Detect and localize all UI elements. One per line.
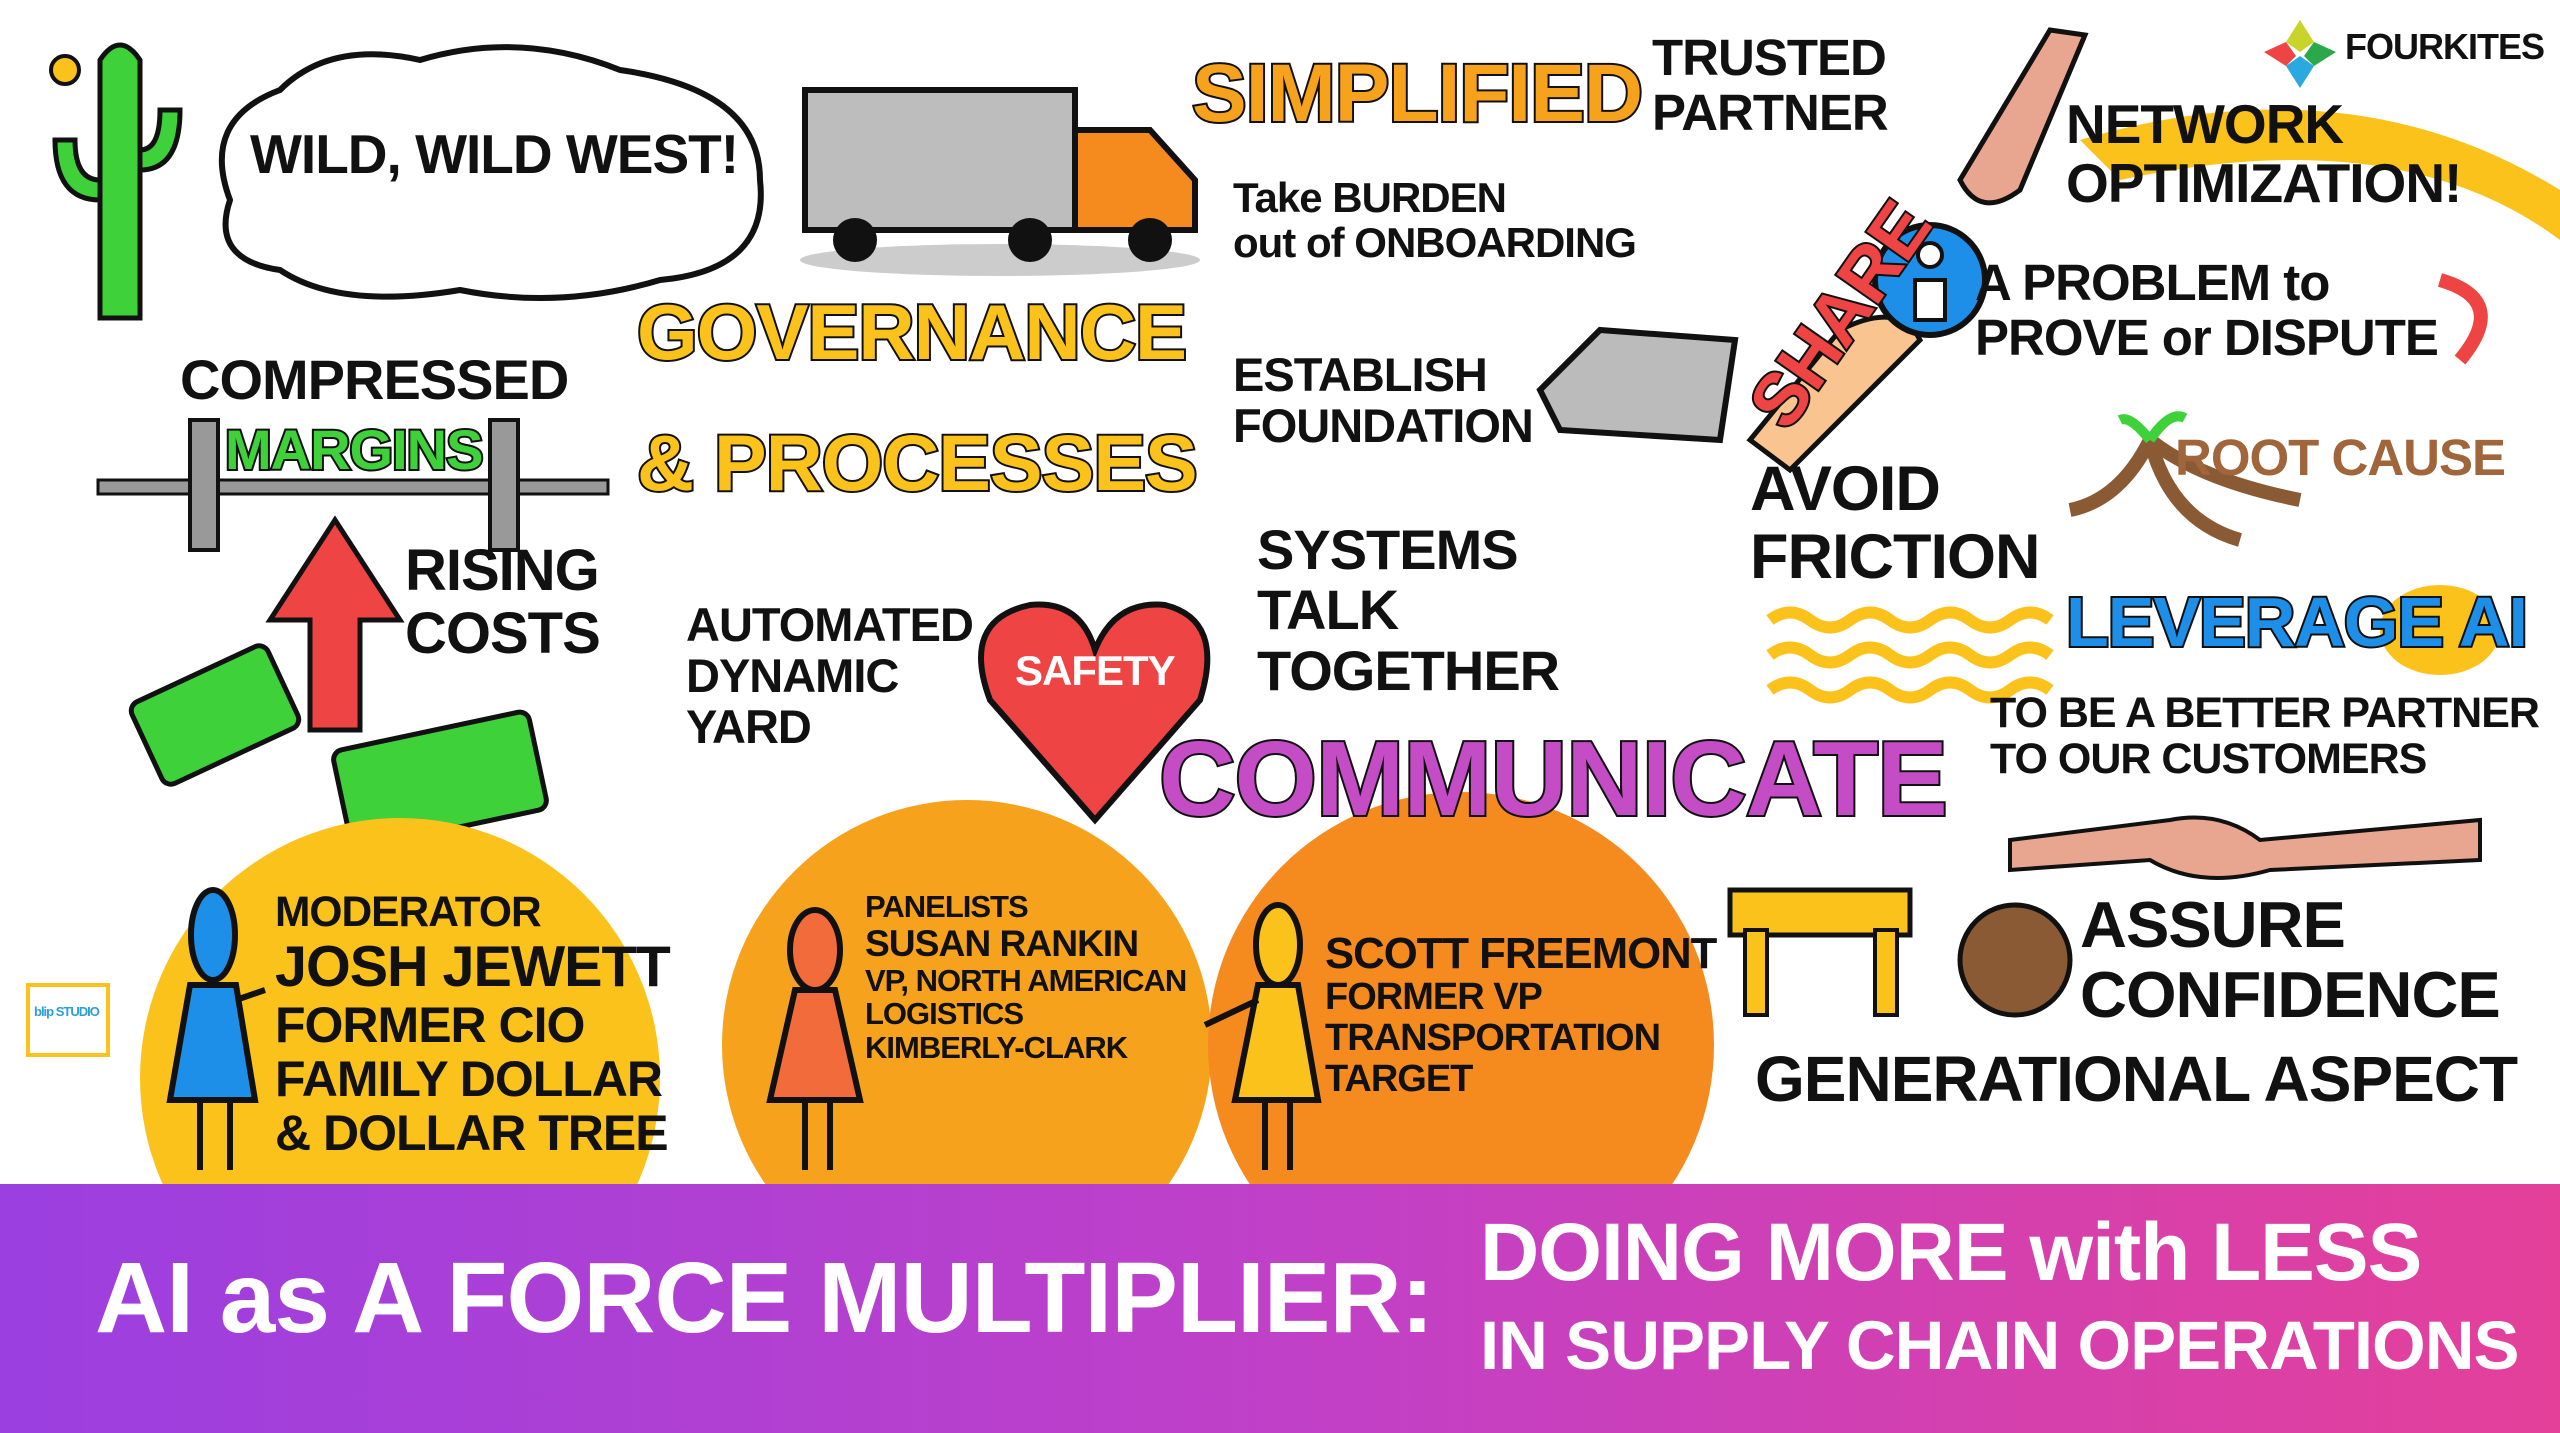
together-line: TOGETHER	[1257, 638, 1560, 702]
panelist-1-line1: VP, NORTH AMERICAN	[865, 962, 1187, 998]
yard-line: YARD	[686, 699, 812, 753]
communicate-title: COMMUNICATE	[1157, 720, 1950, 838]
moderator-line1: FORMER CIO	[275, 996, 585, 1053]
moderator-name: JOSH JEWETT	[275, 934, 671, 999]
confidence-line: CONFIDENCE	[2080, 958, 2501, 1032]
fourkites-logo-icon	[2264, 20, 2336, 88]
leverage-ai-title: LEVERAGE AI	[2064, 582, 2530, 662]
panelist-2-line2: TRANSPORTATION	[1325, 1017, 1661, 1060]
problem-line2: PROVE or DISPUTE	[1975, 309, 2439, 367]
banner-title-right-1: DOING MORE with LESS	[1480, 1207, 2422, 1298]
person-face-icon	[1957, 902, 2073, 1018]
optimization-line: OPTIMIZATION!	[2066, 152, 2462, 215]
rising-costs-text: RISING COSTS	[405, 538, 601, 690]
panelist-figure-1	[766, 907, 864, 1170]
better-partner-line1: TO BE A BETTER PARTNER	[1990, 689, 2540, 737]
simplified-line1: Take BURDEN	[1233, 174, 1507, 221]
panelist-circle-2	[1208, 792, 1714, 1298]
safety-text: SAFETY	[1015, 647, 1176, 694]
foundation-text: ESTABLISH FOUNDATION	[1233, 348, 1534, 490]
handshake-icon	[2008, 815, 2482, 880]
panelist-2-name: SCOTT FREEMONT	[1325, 929, 1717, 978]
systems-line: SYSTEMS	[1257, 518, 1519, 581]
simplified-title: SIMPLIFIED	[1190, 47, 1645, 140]
blip-studio-logo-text: blip STUDIO	[34, 1004, 100, 1019]
panelist-circle-1	[722, 800, 1212, 1290]
moderator-info: MODERATOR JOSH JEWETT FORMER CIO FAMILY …	[275, 889, 671, 1180]
better-partner-text: TO BE A BETTER PARTNER TO OUR CUSTOMERS	[1990, 690, 2545, 805]
cactus-icon	[52, 42, 183, 321]
rising-line: RISING	[405, 538, 600, 603]
root-cause-text: ROOT CAUSE	[2175, 429, 2506, 486]
panelist-1-line3: KIMBERLY-CLARK	[865, 1029, 1128, 1065]
hand-top-icon	[1957, 27, 2089, 206]
speech-cloud	[218, 44, 764, 301]
panelist-2-line1: FORMER VP	[1325, 976, 1543, 1019]
friction-text: AVOID FRICTION	[1750, 455, 2040, 600]
simplified-text: Take BURDEN out of ONBOARDING	[1233, 175, 1643, 305]
network-line: NETWORK	[2066, 93, 2344, 155]
fourkites-logo-text: FOURKITES	[2345, 26, 2545, 67]
foundation-line: FOUNDATION	[1233, 398, 1534, 452]
systems-talk-text: SYSTEMS TALK TOGETHER	[1257, 518, 1597, 710]
panelist-2-line3: TARGET	[1325, 1058, 1473, 1101]
panelist-1-name: SUSAN RANKIN	[865, 922, 1139, 965]
moderator-line2: FAMILY DOLLAR	[275, 1050, 663, 1107]
moderator-figure	[166, 887, 266, 1170]
generational-aspect-text: GENERATIONAL ASPECT	[1755, 1043, 2518, 1115]
governance-title: GOVERNANCE	[635, 288, 1189, 376]
better-partner-line2: TO OUR CUSTOMERS	[1990, 735, 2427, 784]
banner-title-right-2: IN SUPPLY CHAIN OPERATIONS	[1480, 1307, 2520, 1384]
zigzag-lines	[1766, 606, 2054, 704]
dynamic-line: DYNAMIC	[686, 648, 899, 702]
margins-text: MARGINS	[223, 417, 485, 481]
trusted-partner-text: TRUSTED PARTNER	[1652, 30, 1890, 165]
banner-title-left: AI as A FORCE MULTIPLIER:	[95, 1242, 1434, 1354]
avoid-line: AVOID	[1750, 454, 1941, 524]
blip-logo	[26, 983, 110, 1057]
talk-line: TALK	[1257, 578, 1399, 642]
assure-confidence-text: ASSURE CONFIDENCE	[2080, 888, 2501, 1035]
establish-line: ESTABLISH	[1233, 348, 1488, 401]
truck-icon	[800, 87, 1200, 276]
automated-line: AUTOMATED	[686, 598, 974, 651]
heart-icon	[978, 601, 1211, 825]
network-optimization-text: NETWORK OPTIMIZATION!	[2066, 93, 2466, 215]
money-icon	[128, 643, 302, 787]
panelist-2-info: SCOTT FREEMONT FORMER VP TRANSPORTATION …	[1325, 929, 1717, 1170]
curved-arrow-icon	[2437, 273, 2488, 365]
panelist-1-line2: LOGISTICS	[865, 996, 1024, 1032]
panelist-1-info: PANELISTS SUSAN RANKIN VP, NORTH AMERICA…	[865, 890, 1195, 1170]
problem-line1: A PROBLEM to	[1975, 254, 2330, 311]
assure-line: ASSURE	[2080, 888, 2346, 961]
up-arrow-icon	[265, 515, 405, 733]
simplified-line2: out of ONBOARDING	[1233, 219, 1637, 267]
barbell-icon	[96, 418, 610, 552]
root-icon	[2068, 434, 2302, 547]
yellow-swoosh	[2080, 109, 2560, 241]
wild-west-text: WILD, WILD WEST!	[250, 123, 739, 185]
sun-icon	[49, 54, 81, 86]
moderator-role: MODERATOR	[275, 889, 542, 936]
problem-text: A PROBLEM to PROVE or DISPUTE	[1975, 255, 2445, 405]
compressed-text: COMPRESSED	[180, 348, 569, 411]
partner-line: PARTNER	[1652, 84, 1889, 142]
costs-line: COSTS	[405, 600, 601, 666]
trusted-line: TRUSTED	[1652, 29, 1887, 86]
processes-title: & PROCESSES	[635, 418, 1200, 507]
barrier-icon	[1727, 887, 1913, 1017]
title-banner: AI as A FORCE MULTIPLIER: DOING MORE wit…	[0, 1184, 2560, 1433]
foundation-tray-icon	[1536, 326, 1739, 444]
panelist-figure-2	[1203, 902, 1322, 1170]
moderator-line3: & DOLLAR TREE	[275, 1104, 669, 1161]
yard-text: AUTOMATED DYNAMIC YARD	[686, 598, 976, 815]
panelists-label: PANELISTS	[865, 889, 1029, 924]
friction-line: FRICTION	[1750, 522, 2040, 593]
